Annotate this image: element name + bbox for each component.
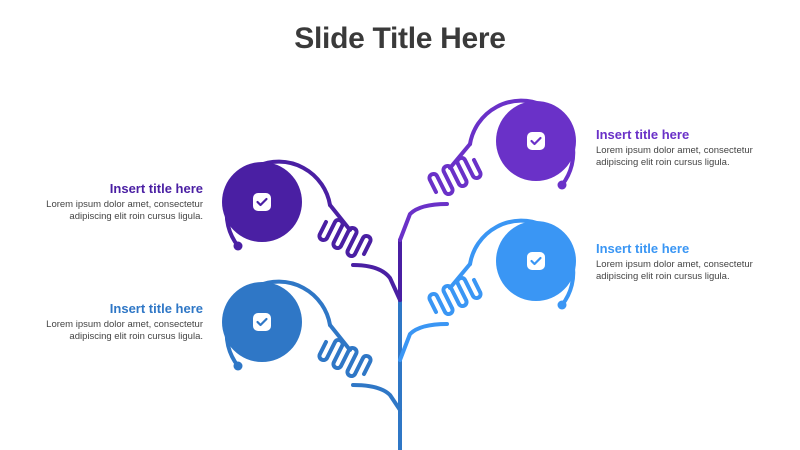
bulb-top-left — [222, 159, 402, 302]
item-bottom-left: Insert title here Lorem ipsum dolor amet… — [28, 301, 203, 343]
item-bottom-right: Insert title here Lorem ipsum dolor amet… — [596, 241, 771, 283]
check-square-icon — [527, 132, 545, 150]
bulb-end-dot — [557, 300, 567, 310]
bulb-top-right — [398, 98, 576, 242]
item-title: Insert title here — [596, 241, 690, 256]
item-body: Lorem ipsum dolor amet, consectetur adip… — [596, 259, 753, 282]
bulb-bottom-right — [398, 218, 576, 362]
item-top-right: Insert title here Lorem ipsum dolor amet… — [596, 127, 771, 169]
bulb-end-dot — [557, 180, 567, 190]
check-square-icon — [253, 313, 271, 331]
item-title: Insert title here — [596, 127, 690, 142]
check-square-icon — [527, 252, 545, 270]
slide-title: Slide Title Here — [294, 22, 506, 55]
bulb-end-dot — [233, 361, 243, 371]
item-body: Lorem ipsum dolor amet, consectetur adip… — [46, 319, 203, 342]
check-square-icon — [253, 193, 271, 211]
item-title: Insert title here — [109, 181, 203, 196]
item-top-left: Insert title here Lorem ipsum dolor amet… — [28, 181, 203, 223]
item-body: Lorem ipsum dolor amet, consectetur adip… — [46, 199, 203, 222]
bulb-bottom-left — [222, 279, 402, 412]
bulb-end-dot — [233, 241, 243, 251]
item-body: Lorem ipsum dolor amet, consectetur adip… — [596, 145, 753, 168]
item-title: Insert title here — [109, 301, 203, 316]
